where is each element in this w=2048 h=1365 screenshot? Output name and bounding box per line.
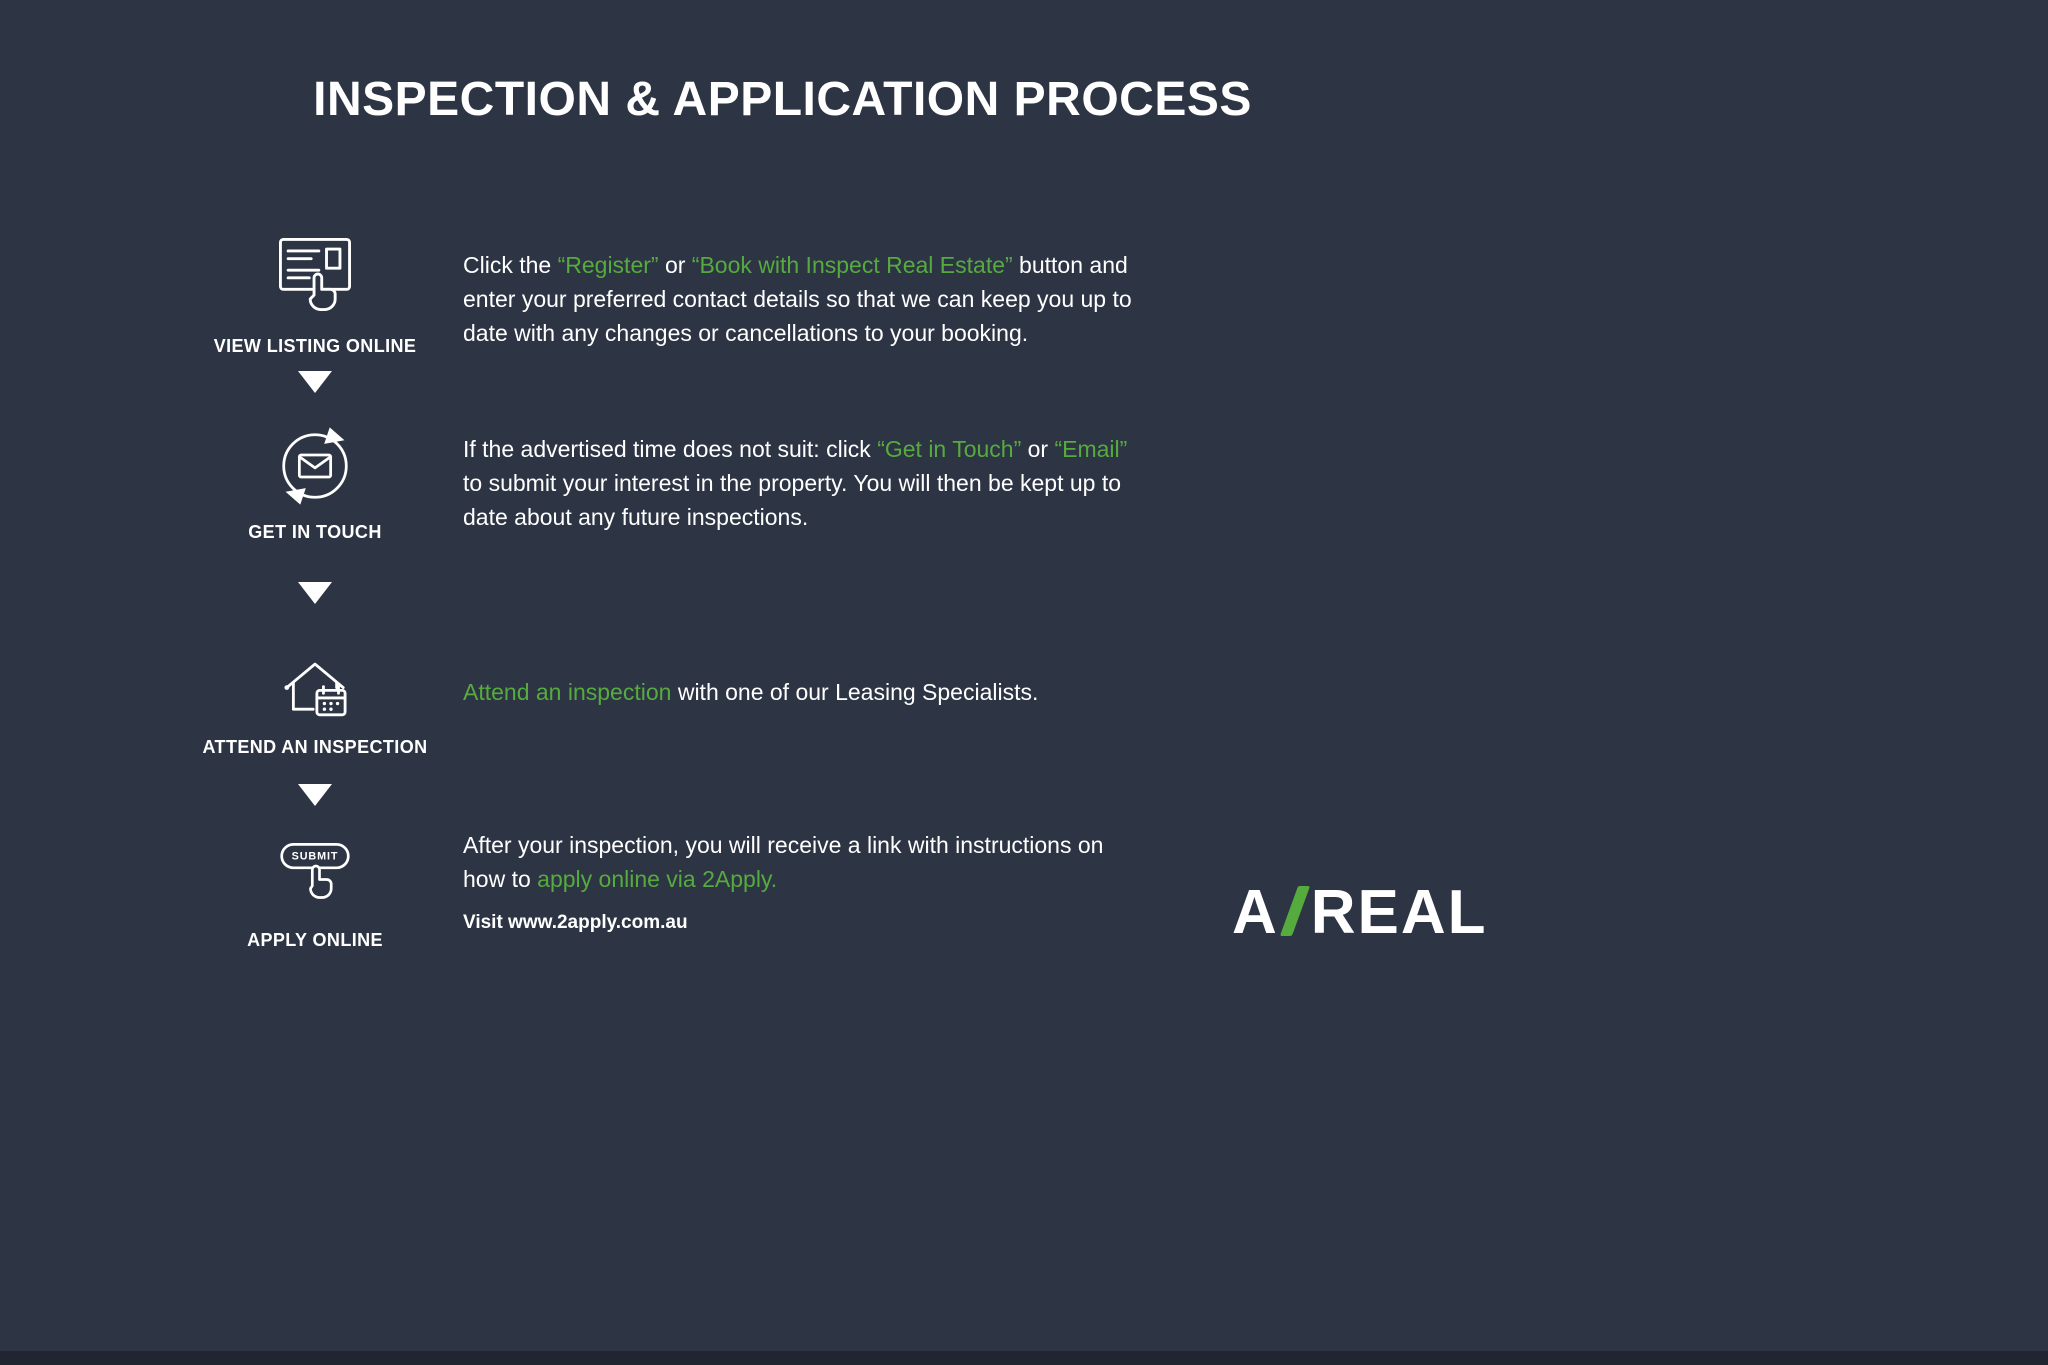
step-text-attend-an-inspection: Attend an inspection with one of our Lea… [463, 675, 1343, 709]
text-segment: button and enter your preferred contact … [463, 252, 1132, 346]
submit-button-icon: SUBMIT [270, 830, 360, 920]
step-label-get-in-touch: GET IN TOUCH [248, 522, 382, 542]
house-calendar-icon [268, 634, 362, 728]
logo-prefix: A [1232, 878, 1279, 947]
triangle-down-arrow-icon [298, 371, 332, 393]
bottom-edge-strip [0, 1351, 2048, 1365]
step-text-view-listing-online: Click the “Register” or “Book with Inspe… [463, 248, 1343, 350]
step-label-view-listing-online: VIEW LISTING ONLINE [213, 336, 417, 356]
triangle-down-arrow-icon [298, 784, 332, 806]
accent-text-segment: “Book with Inspect Real Estate” [691, 252, 1013, 278]
logo-suffix: REAL [1310, 878, 1488, 947]
step-label-apply-online: APPLY ONLINE [247, 930, 383, 950]
text-segment: Click the [463, 252, 558, 278]
green-slash-icon [1279, 886, 1310, 936]
text-segment: with one of our Leasing Specialists. [671, 679, 1039, 705]
accent-text-segment: “Register” [557, 252, 659, 278]
accent-text-segment: apply online via 2Apply. [537, 866, 778, 892]
text-segment: If the advertised time does not suit: cl… [463, 436, 878, 462]
page-title: INSPECTION & APPLICATION PROCESS [313, 73, 1252, 126]
visit-url-note: Visit www.2apply.com.au [463, 912, 688, 933]
step-text-get-in-touch: If the advertised time does not suit: cl… [463, 432, 1343, 534]
listing-cursor-icon [267, 226, 363, 322]
areal-logo: A REAL [1232, 882, 1488, 944]
accent-text-segment: “Email” [1054, 436, 1128, 462]
accent-text-segment: “Get in Touch” [877, 436, 1022, 462]
envelope-sync-icon [269, 420, 361, 512]
text-segment: After your inspection, you will receive … [463, 832, 1104, 892]
submit-button-label: SUBMIT [292, 851, 339, 863]
triangle-down-arrow-icon [298, 582, 332, 604]
step-text-apply-online: After your inspection, you will receive … [463, 828, 1343, 896]
accent-text-segment: Attend an inspection [463, 679, 672, 705]
text-segment: or [1021, 436, 1055, 462]
text-segment: to submit your interest in the property.… [463, 470, 1122, 530]
text-segment: or [658, 252, 692, 278]
step-label-attend-an-inspection: ATTEND AN INSPECTION [202, 737, 428, 757]
